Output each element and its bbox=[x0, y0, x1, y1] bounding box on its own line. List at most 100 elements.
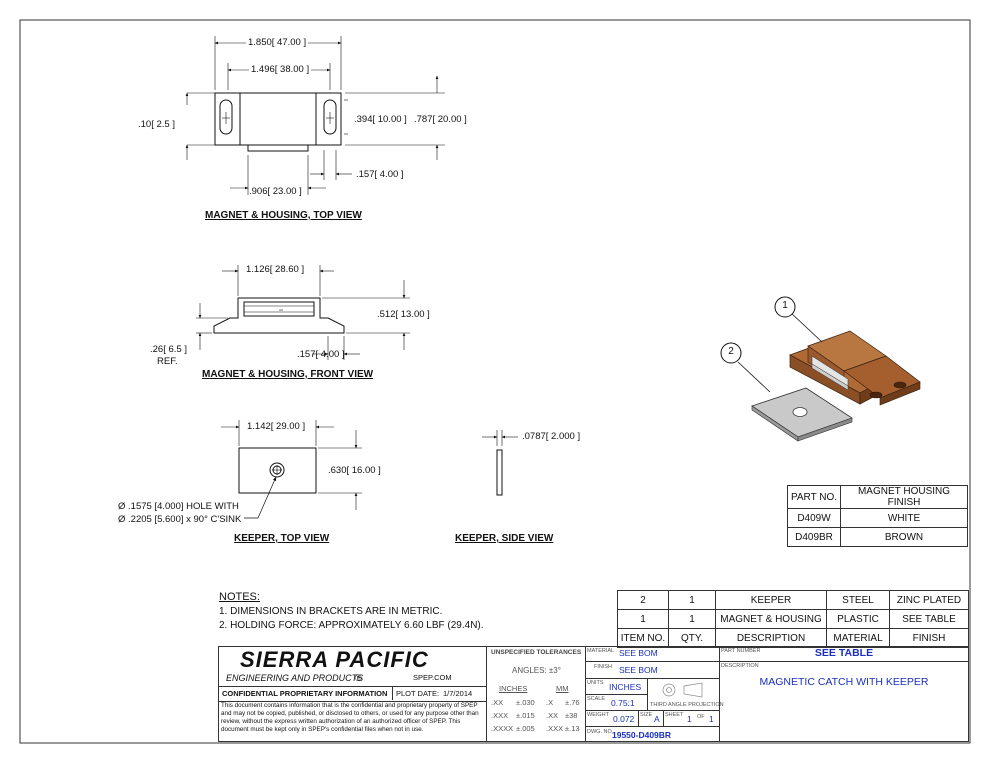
tol-divider bbox=[486, 646, 487, 742]
projection-symbol-icon bbox=[662, 682, 703, 698]
tolerance-title: UNSPECIFIED TOLERANCES bbox=[491, 649, 582, 656]
top-view-geometry bbox=[185, 36, 445, 195]
table-row: 2 1 KEEPER STEEL ZINC PLATED bbox=[617, 590, 969, 610]
dim-front-width: 1.126[ 28.60 ] bbox=[246, 264, 305, 275]
hline bbox=[719, 661, 969, 662]
view-label-keeper-side: KEEPER, SIDE VIEW bbox=[455, 533, 554, 544]
sheet-value: 1 bbox=[687, 714, 692, 724]
balloon-1-circle bbox=[774, 296, 796, 318]
dim-edge-top: .157[ 4.00 ] bbox=[356, 169, 404, 180]
company-website: SPEP.COM bbox=[413, 673, 452, 682]
dim-overall-length: 1.850[ 47.00 ] bbox=[246, 37, 309, 48]
vline bbox=[638, 710, 639, 726]
isometric-assembly bbox=[720, 296, 921, 442]
scale-value: 0.75:1 bbox=[611, 698, 635, 708]
table-row: D409BR BROWN bbox=[787, 527, 968, 547]
dim-flange: .10[ 2.5 ] bbox=[138, 119, 175, 130]
part-number-label: PART NUMBER bbox=[721, 648, 761, 654]
sheet-border bbox=[19, 19, 971, 744]
tol-cell: ±.015 bbox=[516, 711, 535, 720]
tol-cell: .X bbox=[546, 698, 554, 707]
scale-label: SCALE bbox=[587, 696, 606, 702]
note-item: 1. DIMENSIONS IN BRACKETS ARE IN METRIC. bbox=[219, 606, 443, 617]
hline bbox=[585, 694, 647, 695]
tol-cell: .XXX bbox=[546, 724, 564, 733]
notes: NOTES: 1. DIMENSIONS IN BRACKETS ARE IN … bbox=[219, 591, 484, 631]
dim-slot: .394[ 10.00 ] bbox=[354, 114, 407, 125]
registered-icon: ® bbox=[355, 673, 362, 683]
notes-title: NOTES: bbox=[219, 591, 260, 603]
view-label-keeper-top: KEEPER, TOP VIEW bbox=[234, 533, 330, 544]
disclaimer-text: This document contains information that … bbox=[221, 702, 479, 733]
tol-cell: ±.76 bbox=[565, 698, 580, 707]
table-row: 1 1 MAGNET & HOUSING PLASTIC SEE TABLE bbox=[617, 609, 969, 629]
of-label: OF bbox=[697, 714, 705, 720]
description-value: MAGNETIC CATCH WITH KEEPER bbox=[759, 676, 929, 688]
dim-front-ref: REF. bbox=[157, 356, 178, 367]
dim-center: .906[ 23.00 ] bbox=[249, 186, 302, 197]
material-label: MATERIAL bbox=[587, 648, 615, 654]
bom-table: 2 1 KEEPER STEEL ZINC PLATED 1 1 MAGNET … bbox=[617, 590, 969, 648]
dim-keeper-height: .630[ 16.00 ] bbox=[328, 465, 381, 476]
finish-header-part: PART NO. bbox=[787, 485, 841, 509]
projection-label: THIRD ANGLE PROJECTION bbox=[650, 702, 724, 708]
finish-label: FINISH bbox=[594, 664, 613, 670]
hline bbox=[585, 710, 719, 711]
vline bbox=[719, 646, 720, 742]
dim-front-base: .26[ 6.5 ] bbox=[150, 344, 187, 355]
tol-cell: ±.13 bbox=[565, 724, 580, 733]
finish-header-finish: MAGNET HOUSING FINISH bbox=[840, 485, 968, 509]
tol-cell: .XX bbox=[546, 711, 559, 720]
sheet-label: SHEET bbox=[665, 712, 684, 718]
units-value: INCHES bbox=[609, 682, 642, 692]
dim-front-edge: .157[ 4.00 ] bbox=[297, 349, 345, 360]
description-label: DESCRIPTION bbox=[721, 663, 759, 669]
vline bbox=[663, 710, 664, 726]
table-row: D409W WHITE bbox=[787, 508, 968, 528]
tol-cell: .XXX bbox=[491, 711, 509, 720]
confidential-row bbox=[218, 686, 486, 702]
hline bbox=[585, 726, 719, 727]
dwg-label: DWG. NO. bbox=[587, 729, 614, 735]
balloon-1: 1 bbox=[782, 300, 788, 311]
hole-note-1: Ø .1575 [4.000] HOLE WITH bbox=[118, 501, 239, 512]
finish-table: PART NO. MAGNET HOUSING FINISH D409W WHI… bbox=[787, 485, 968, 547]
plot-date-label: PLOT DATE: bbox=[396, 689, 440, 698]
vline bbox=[647, 678, 648, 710]
company-name: SIERRA PACIFIC bbox=[240, 647, 429, 672]
hole-note-2: Ø .2205 [5.600] x 90° C'SINK bbox=[118, 514, 242, 525]
hline bbox=[585, 678, 719, 679]
dim-front-height: .512[ 13.00 ] bbox=[377, 309, 430, 320]
confidential-label: CONFIDENTIAL PROPRIETARY INFORMATION bbox=[222, 689, 388, 698]
hline bbox=[585, 661, 719, 662]
tol-cell: ±38 bbox=[565, 711, 578, 720]
view-label-front: MAGNET & HOUSING, FRONT VIEW bbox=[202, 369, 374, 380]
plot-date: 1/7/2014 bbox=[443, 689, 473, 698]
dim-keeper-thickness: .0787[ 2.000 ] bbox=[522, 431, 581, 442]
sheet-total: 1 bbox=[709, 714, 714, 724]
size-label: SIZE bbox=[640, 712, 653, 718]
weight-label: WEIGHT bbox=[587, 712, 609, 718]
tol-cell: .XXXX bbox=[491, 724, 514, 733]
size-value: A bbox=[654, 714, 660, 724]
plot-divider bbox=[392, 686, 393, 700]
tolerance-inches-label: INCHES bbox=[499, 684, 528, 693]
tol-cell: .XX bbox=[491, 698, 504, 707]
bom-header-row: ITEM NO. QTY. DESCRIPTION MATERIAL FINIS… bbox=[617, 628, 969, 648]
keeper-side-geometry bbox=[482, 430, 518, 496]
part-number-value: SEE TABLE bbox=[814, 647, 874, 659]
tolerance-mm-label: MM bbox=[556, 684, 569, 693]
dim-depth: .787[ 20.00 ] bbox=[414, 114, 467, 125]
material-value: SEE BOM bbox=[619, 648, 658, 658]
company-subtitle: ENGINEERING AND PRODUCTS bbox=[226, 673, 364, 683]
weight-value: 0.072 bbox=[613, 714, 635, 724]
balloon-2: 2 bbox=[728, 346, 734, 357]
dim-keeper-width: 1.142[ 29.00 ] bbox=[247, 421, 306, 432]
view-label-top: MAGNET & HOUSING, TOP VIEW bbox=[205, 210, 362, 221]
keeper-top-geometry bbox=[221, 420, 362, 519]
note-item: 2. HOLDING FORCE: APPROXIMATELY 6.60 LBF… bbox=[219, 620, 484, 631]
front-view-geometry bbox=[196, 265, 410, 360]
tol-cell: ±.005 bbox=[516, 724, 535, 733]
